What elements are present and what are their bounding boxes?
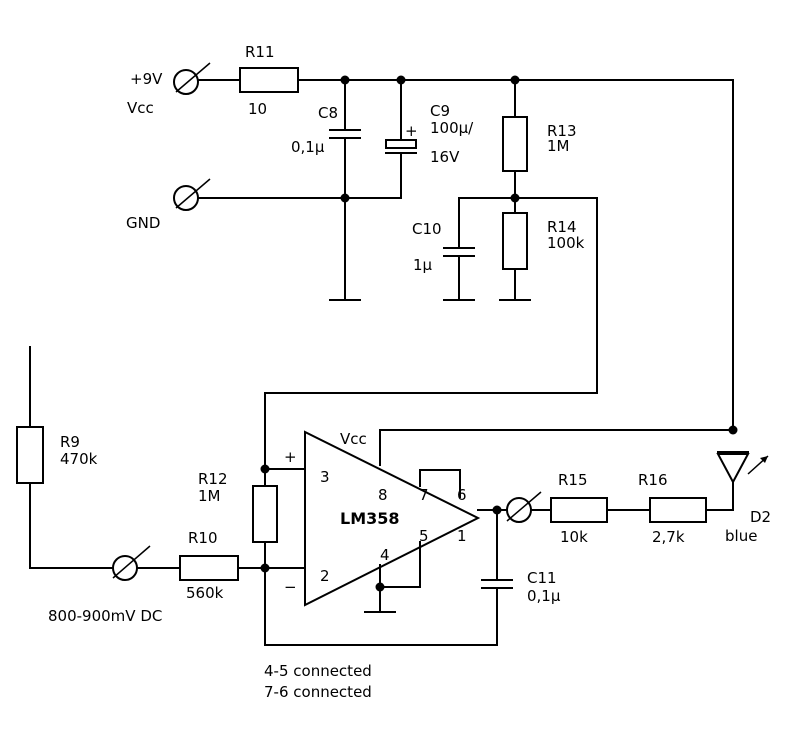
resistor-r15 bbox=[550, 497, 608, 523]
wire-pin7-pin6 bbox=[419, 469, 461, 498]
opamp-lm358 bbox=[304, 430, 481, 607]
opamp-minus-sign: − bbox=[284, 578, 297, 596]
opamp-pin4: 4 bbox=[380, 546, 390, 564]
c9-polarity: + bbox=[405, 122, 418, 140]
opamp-pin8: 8 bbox=[378, 486, 388, 504]
supply-plus-label: +9V bbox=[130, 70, 163, 88]
gnd-terminal bbox=[173, 178, 211, 211]
r10-value: 560k bbox=[186, 584, 224, 602]
c9-ref: C9 bbox=[430, 102, 450, 120]
opamp-plus-sign: + bbox=[284, 448, 297, 466]
r10-ref: R10 bbox=[188, 529, 218, 547]
opamp-pin3: 3 bbox=[320, 468, 330, 486]
r14-ref: R14 bbox=[547, 218, 577, 236]
r15-value: 10k bbox=[560, 528, 588, 546]
input-voltage-label: 800-900mV DC bbox=[48, 607, 162, 625]
r16-ref: R16 bbox=[638, 471, 668, 489]
supply-gnd-label: GND bbox=[126, 214, 160, 232]
r11-ref: R11 bbox=[245, 43, 275, 61]
vcc-terminal bbox=[173, 62, 211, 95]
c9-value2: 16V bbox=[430, 148, 460, 166]
opamp-pin7: 7 bbox=[419, 486, 429, 504]
c11-value: 0,1µ bbox=[527, 587, 561, 605]
note-line-1: 4-5 connected bbox=[264, 662, 372, 680]
r13-ref: R13 bbox=[547, 122, 577, 140]
opamp-pin6: 6 bbox=[457, 486, 467, 504]
resistor-r11 bbox=[239, 67, 299, 93]
wire-pin5-pin4 bbox=[379, 541, 421, 588]
c10-ref: C10 bbox=[412, 220, 442, 238]
supply-vcc-label: Vcc bbox=[127, 99, 154, 117]
d2-ref: D2 bbox=[750, 508, 771, 526]
resistor-r14 bbox=[502, 212, 528, 270]
input-terminal bbox=[112, 545, 151, 581]
r12-value: 1M bbox=[198, 487, 221, 505]
r11-value: 10 bbox=[248, 100, 267, 118]
opamp-pin5: 5 bbox=[419, 527, 429, 545]
c8-ref: C8 bbox=[318, 104, 338, 122]
junction-dots bbox=[260, 75, 738, 592]
wire-r16-led bbox=[705, 481, 734, 511]
c9-value1: 100µ/ bbox=[430, 119, 474, 137]
note-line-2: 7-6 connected bbox=[264, 683, 372, 701]
resistor-r16 bbox=[649, 497, 707, 523]
resistor-r12 bbox=[252, 485, 278, 543]
r16-value: 2,7k bbox=[652, 528, 685, 546]
r14-value: 100k bbox=[547, 234, 585, 252]
capacitor-c9-plate1 bbox=[385, 139, 417, 149]
c8-value: 0,1µ bbox=[291, 138, 325, 156]
opamp-pin2: 2 bbox=[320, 567, 330, 585]
opamp-pin1: 1 bbox=[457, 527, 467, 545]
r9-ref: R9 bbox=[60, 433, 80, 451]
c10-value: 1µ bbox=[413, 256, 433, 274]
led-d2 bbox=[716, 451, 769, 485]
r13-value: 1M bbox=[547, 137, 570, 155]
r9-value: 470k bbox=[60, 450, 98, 468]
resistor-r13 bbox=[502, 116, 528, 172]
d2-value: blue bbox=[725, 527, 757, 545]
opamp-name: LM358 bbox=[340, 509, 400, 528]
r15-ref: R15 bbox=[558, 471, 588, 489]
r12-ref: R12 bbox=[198, 470, 228, 488]
opamp-vcc-label: Vcc bbox=[340, 430, 367, 448]
resistor-r9 bbox=[16, 426, 44, 484]
c11-ref: C11 bbox=[527, 569, 557, 587]
output-terminal bbox=[506, 491, 542, 523]
resistor-r10 bbox=[179, 555, 239, 581]
